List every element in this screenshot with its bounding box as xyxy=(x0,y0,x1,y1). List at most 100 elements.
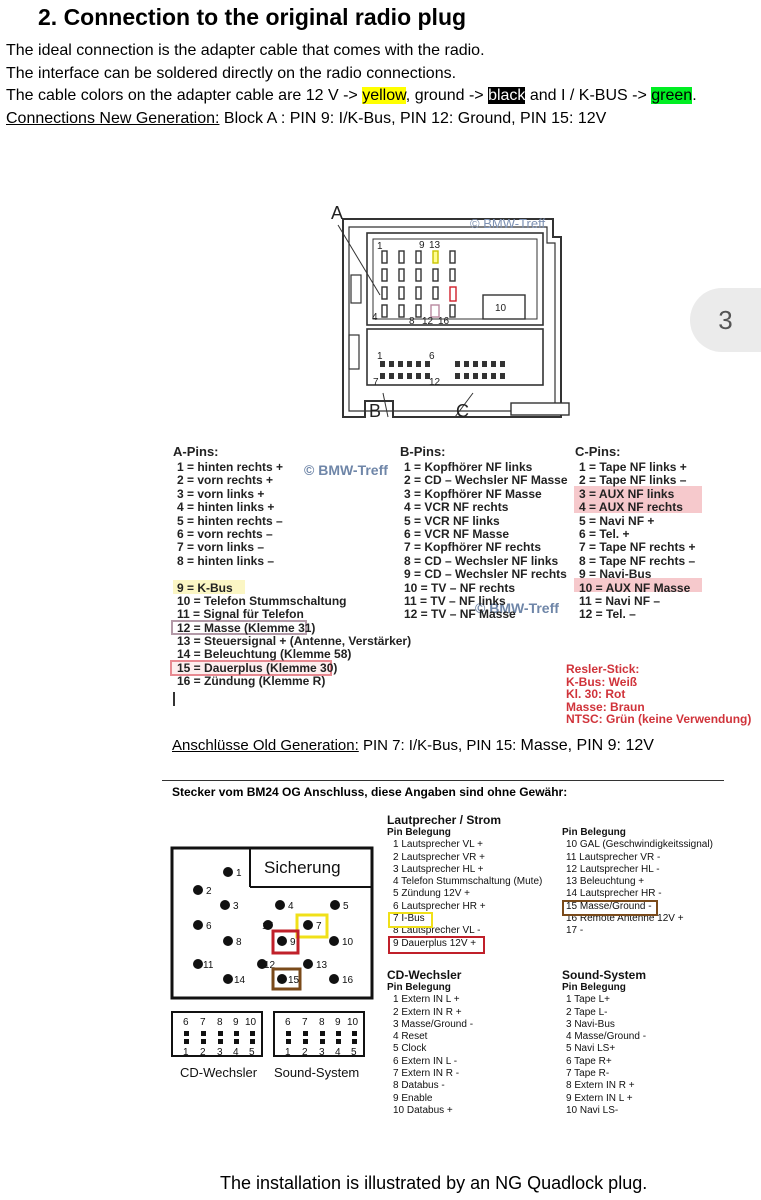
cd-row: 2 Extern IN R + xyxy=(393,1006,462,1018)
ss-mini-bottom-5: 5 xyxy=(351,1047,357,1058)
cd-pin-belegung: Pin Belegung xyxy=(387,982,451,993)
resler-line: Kl. 30: Rot xyxy=(566,687,626,702)
sicherung-label: Sicherung xyxy=(264,858,341,877)
og-pin-7: 7 xyxy=(316,921,322,932)
og-pin-12: 12 xyxy=(264,960,276,971)
cd-mini-top-10: 10 xyxy=(245,1017,257,1028)
ls-row: 1 Lautsprecher VL + xyxy=(393,839,483,851)
diagram-watermark: © BMW-Treff xyxy=(470,216,545,231)
ss-row: 3 Navi-Bus xyxy=(566,1018,615,1030)
cd-mini-top-8: 8 xyxy=(217,1017,223,1028)
ls-15-highlight xyxy=(562,900,658,916)
a-pin-row: 6 = vorn rechts – xyxy=(177,526,273,541)
resler-stick-notes: Resler-Stick: K-Bus: Weiß Kl. 30: Rot Ma… xyxy=(566,663,751,726)
cd-mini-bottom-4: 4 xyxy=(233,1047,239,1058)
cd-mini-bottom-3: 3 xyxy=(217,1047,223,1058)
b-pin-row: 1 = Kopfhörer NF links xyxy=(404,460,533,474)
a-pin-row: 1 = hinten rechts + xyxy=(177,460,284,474)
og-pin-7-highlight xyxy=(295,913,329,939)
og-pin-5: 5 xyxy=(343,901,349,912)
b-pin-row: 5 = VCR NF links xyxy=(404,513,500,528)
cd-row: 10 Databus + xyxy=(393,1104,453,1116)
ls-right-row: 15 Masse/Ground - xyxy=(566,900,652,912)
intro-line-2: The interface can be soldered directly o… xyxy=(6,64,457,82)
ls-right-row: 14 Lautsprecher HR - xyxy=(566,888,662,900)
a-pin-row: 8 = hinten links – xyxy=(177,553,275,568)
ls-row: 2 Lautsprecher VR + xyxy=(393,851,485,863)
resler-line: NTSC: Grün (keine Verwendung) xyxy=(566,712,752,727)
ss-pin-belegung: Pin Belegung xyxy=(562,982,626,993)
og-pin-14: 14 xyxy=(234,975,246,986)
ls-row: 6 Lautsprecher HR + xyxy=(393,900,486,912)
cd-wechsler-caption: CD-Wechsler xyxy=(180,1065,258,1080)
pins-watermark-2: © BMW-Treff xyxy=(475,600,559,616)
pin-label-4: 4 xyxy=(372,312,378,323)
ls-right-pin-belegung: Pin Belegung xyxy=(562,827,626,838)
cd-mini-bottom-2: 2 xyxy=(200,1047,206,1058)
ls-right-block: Pin Belegung 10 GAL (Geschwindigkeitssig… xyxy=(562,827,713,938)
ls-9-highlight xyxy=(388,936,485,954)
og-pin-11: 11 xyxy=(203,960,214,971)
ss-row: 1 Tape L+ xyxy=(566,994,611,1006)
ls-row: 3 Lautsprecher HL + xyxy=(393,863,484,875)
pin-label-b1: 1 xyxy=(377,351,383,362)
cd-block: CD-Wechsler Pin Belegung 1 Extern IN L +… xyxy=(387,968,473,1117)
og-pin-2: 2 xyxy=(206,886,212,897)
sound-system-caption: Sound-System xyxy=(274,1065,359,1080)
og-text: PIN 7: I/K-Bus, PIN 15: xyxy=(358,737,521,754)
cd-mini-top-9: 9 xyxy=(233,1017,239,1028)
connector-label-b: B xyxy=(369,401,381,421)
b-pin-row: 3 = Kopfhörer NF Masse xyxy=(404,486,542,501)
ss-mini-top-6: 6 xyxy=(285,1017,291,1028)
cd-row: 4 Reset xyxy=(393,1031,428,1043)
ls-title: Lautprecher / Strom xyxy=(387,813,502,827)
intro-line-3-prefix: The cable colors on the adapter cable ar… xyxy=(6,87,363,104)
c-pin-row: 9 = Navi-Bus xyxy=(579,567,652,582)
og-caption: Anschlüsse Old Generation: PIN 7: I/K-Bu… xyxy=(172,737,654,755)
og-pin-13: 13 xyxy=(316,960,328,971)
og-title: Stecker vom BM24 OG Anschluss, diese Ang… xyxy=(172,785,568,799)
ls-row: 8 Lautsprecher VL - xyxy=(393,925,481,937)
pin-label-1: 1 xyxy=(377,241,383,252)
og-pin-6: 6 xyxy=(206,921,212,932)
green-highlight: green xyxy=(651,87,693,104)
cd-row: 6 Extern IN L - xyxy=(393,1055,458,1067)
a-pin-row: 7 = vorn links – xyxy=(177,540,265,555)
ls-7-highlight xyxy=(388,912,433,928)
b-pin-row: 12 = TV – NF Masse xyxy=(404,607,516,622)
og-pin-10: 10 xyxy=(342,937,354,948)
c-pins-list: 1 = Tape NF links + 2 = Tape NF links – … xyxy=(579,460,696,622)
cd-row: 8 Databus - xyxy=(393,1080,445,1092)
cd-row: 1 Extern IN L + xyxy=(393,994,460,1006)
a-pin-row: 9 = K-Bus xyxy=(177,580,233,595)
ls-right-row: 13 Beleuchtung + xyxy=(566,876,645,888)
cd-mini-bottom-5: 5 xyxy=(249,1047,255,1058)
cd-mini-bottom-1: 1 xyxy=(183,1047,189,1058)
page-title: 2. Connection to the original radio plug xyxy=(38,4,467,30)
c-pin-row: 7 = Tape NF rechts + xyxy=(579,540,696,555)
c-pin-row: 10 = AUX NF Masse xyxy=(579,580,691,595)
intro-line-1: The ideal connection is the adapter cabl… xyxy=(6,42,485,59)
b-pin-row: 4 = VCR NF rechts xyxy=(404,500,509,515)
ss-title: Sound-System xyxy=(562,968,647,982)
b-pin-row: 11 = TV – NF links xyxy=(404,593,506,608)
ss-block: Sound-System Pin Belegung 1 Tape L+ 2 Ta… xyxy=(562,968,646,1117)
og-pin-9-highlight xyxy=(271,929,300,955)
ls-right-row: 16 Remote Antenne 12V + xyxy=(566,913,684,925)
cd-row: 9 Enable xyxy=(393,1092,433,1104)
a-pin-row: 3 = vorn links + xyxy=(177,486,265,501)
pin-label-12: 12 xyxy=(422,316,434,327)
pin-label-16: 16 xyxy=(438,316,450,327)
b-pin-row: 8 = CD – Wechsler NF links xyxy=(404,553,559,568)
black-highlight: black xyxy=(488,87,526,104)
b-pin-row: 9 = CD – Wechsler NF rechts xyxy=(404,567,567,582)
b-pin-row: 7 = Kopfhörer NF rechts xyxy=(404,540,542,555)
ls-right-row: 11 Lautsprecher VR - xyxy=(566,851,661,863)
a-pin-row: 5 = hinten rechts – xyxy=(177,513,283,528)
c-pin-row: 1 = Tape NF links + xyxy=(579,460,687,474)
pin-label-10: 10 xyxy=(495,303,507,314)
intro-line-3-mid1: , ground -> xyxy=(405,87,489,104)
resler-line: K-Bus: Weiß xyxy=(566,674,638,689)
cd-title: CD-Wechsler xyxy=(387,968,462,982)
intro-line-3-end: . xyxy=(692,87,697,104)
